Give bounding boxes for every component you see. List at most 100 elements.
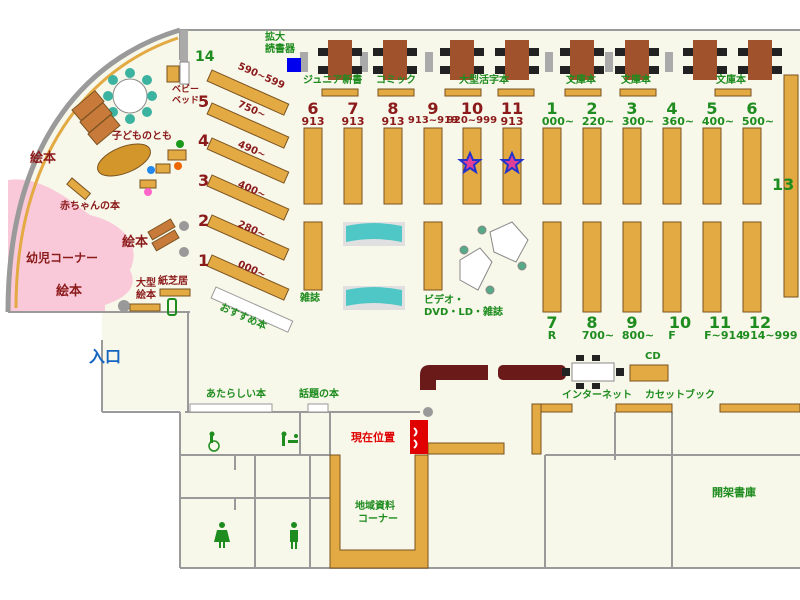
local-materials-label-2: コーナー [358, 514, 398, 525]
stacks-label: 開架書庫 [712, 486, 756, 499]
shelf-green-11: 11 [708, 313, 732, 332]
entrance-label: 入口 [89, 347, 122, 366]
shelf-red-11-range: 913 [500, 115, 524, 128]
shelf-3-number: 3 [198, 171, 210, 190]
large-ehon-label: 大型 [136, 278, 156, 289]
study-tables [318, 40, 782, 80]
shelf-14-number: 14 [195, 49, 215, 65]
magazine-label: 雑誌 [300, 293, 320, 304]
current-position-label: 現在位置 [351, 431, 395, 444]
shelf-green-5: 5 [706, 99, 718, 118]
baby-bed-label: ベビー [172, 85, 200, 95]
counters [189, 355, 800, 569]
shelf-green-5-range: 400~ [701, 115, 735, 128]
shelf-green-10: 10 [668, 313, 692, 332]
study-table [560, 40, 604, 80]
lower-shelves [303, 221, 762, 313]
study-table [318, 40, 362, 80]
kids-corner-area [8, 179, 134, 312]
shelf-4-number: 4 [198, 131, 210, 150]
internet-label: インターネット [562, 390, 632, 401]
bunko-label-3: 文庫本 [716, 75, 746, 86]
large-print-label: 大型活字本 [459, 75, 509, 86]
shelf-1-number: 1 [198, 251, 210, 270]
kids-corner-label: 幼児コーナー [26, 251, 99, 265]
current-position-marker [410, 420, 428, 454]
magnifier-reader-label-2: 読書器 [265, 44, 295, 55]
upper-shelves [303, 127, 762, 205]
ehon-label-1: 絵本 [30, 151, 57, 166]
diagonal-shelves [206, 69, 290, 301]
shelf-red-11: 11 [500, 99, 524, 118]
video-label: ビデオ・ [424, 295, 464, 306]
ehon-label-3: 絵本 [56, 284, 83, 299]
shelf-green-1-range: 000~ [541, 115, 575, 128]
shelf-2-number: 2 [198, 211, 210, 230]
cd-label: CD [645, 351, 661, 362]
curved-wall-inner [14, 36, 179, 309]
shelf-red-6: 6 [307, 99, 319, 118]
shelf-red-9: 9 [427, 99, 439, 118]
shelf-green-9-range: 800~ [621, 329, 655, 342]
new-books-label: あたらしい本 [206, 389, 266, 400]
top-wall-blocks [180, 30, 673, 72]
phone-icon [167, 298, 177, 316]
study-table [373, 40, 417, 80]
shelf-red-8-range: 913 [381, 115, 405, 128]
study-table [738, 40, 782, 80]
local-materials-label: 地域資料 [355, 501, 395, 512]
bunko-label-2: 文庫本 [621, 75, 651, 86]
junior-label: ジュニア新書 [303, 75, 363, 86]
outer-curved-wall [5, 27, 181, 313]
shelf-green-7-range: R [547, 329, 557, 342]
star-icon [499, 150, 525, 175]
bunko-label-1: 文庫本 [566, 75, 596, 86]
shelf-green-2: 2 [586, 99, 598, 118]
shelf-green-6-range: 500~ [741, 115, 775, 128]
shelf-green-12-range: 914~999 [742, 329, 798, 342]
shelf-green-4-range: 360~ [661, 115, 695, 128]
walls [8, 29, 800, 569]
water-features [343, 222, 405, 310]
recommend-shelf [210, 286, 294, 333]
study-table [495, 40, 539, 80]
shelf-red-9-range: 913~919 [407, 115, 459, 126]
shelf-green-9: 9 [626, 313, 638, 332]
magnifier-reader-icon [287, 58, 301, 72]
shelf-red-7: 7 [347, 99, 359, 118]
baby-bed-label-2: ベッド [172, 96, 200, 106]
comic-label: コミック [376, 75, 416, 86]
shelf-green-2-range: 220~ [581, 115, 615, 128]
shelf-green-8: 8 [586, 313, 598, 332]
cassette-label: カセットブック [645, 390, 715, 401]
shelf-red-10: 10 [460, 99, 484, 118]
male-restroom-icon [290, 522, 298, 549]
kids-furniture [66, 61, 191, 312]
shelf-green-1: 1 [546, 99, 558, 118]
shelf-green-8-range: 700~ [581, 329, 615, 342]
ehon-label-2: 絵本 [122, 235, 149, 250]
shelf-green-10-range: F [668, 329, 676, 342]
study-table [683, 40, 727, 80]
wheelchair-icon [208, 431, 220, 452]
shelf-green-11-range: F~914 [704, 329, 744, 342]
large-ehon-label-2: 絵本 [136, 290, 156, 301]
shelf-red-6-range: 913 [301, 115, 325, 128]
star-markers [457, 150, 525, 175]
shelf-green-7: 7 [546, 313, 558, 332]
video-label-2: DVD・LD・雑誌 [424, 307, 504, 318]
video-booths [459, 221, 529, 295]
shelf-red-7-range: 913 [341, 115, 365, 128]
top-small-shelves [321, 88, 752, 97]
shelf-13-number: 13 [772, 175, 795, 194]
female-restroom-icon [214, 522, 230, 548]
shelf-green-12: 12 [748, 313, 772, 332]
study-table [615, 40, 659, 80]
topic-books-label: 話題の本 [299, 389, 339, 400]
akachan-label: 赤ちゃんの本 [60, 201, 120, 212]
shelf-green-3: 3 [626, 99, 638, 118]
shelf-green-4: 4 [666, 99, 678, 118]
shelf-red-10-range: 920~999 [446, 115, 498, 126]
shelf-green-6: 6 [746, 99, 758, 118]
